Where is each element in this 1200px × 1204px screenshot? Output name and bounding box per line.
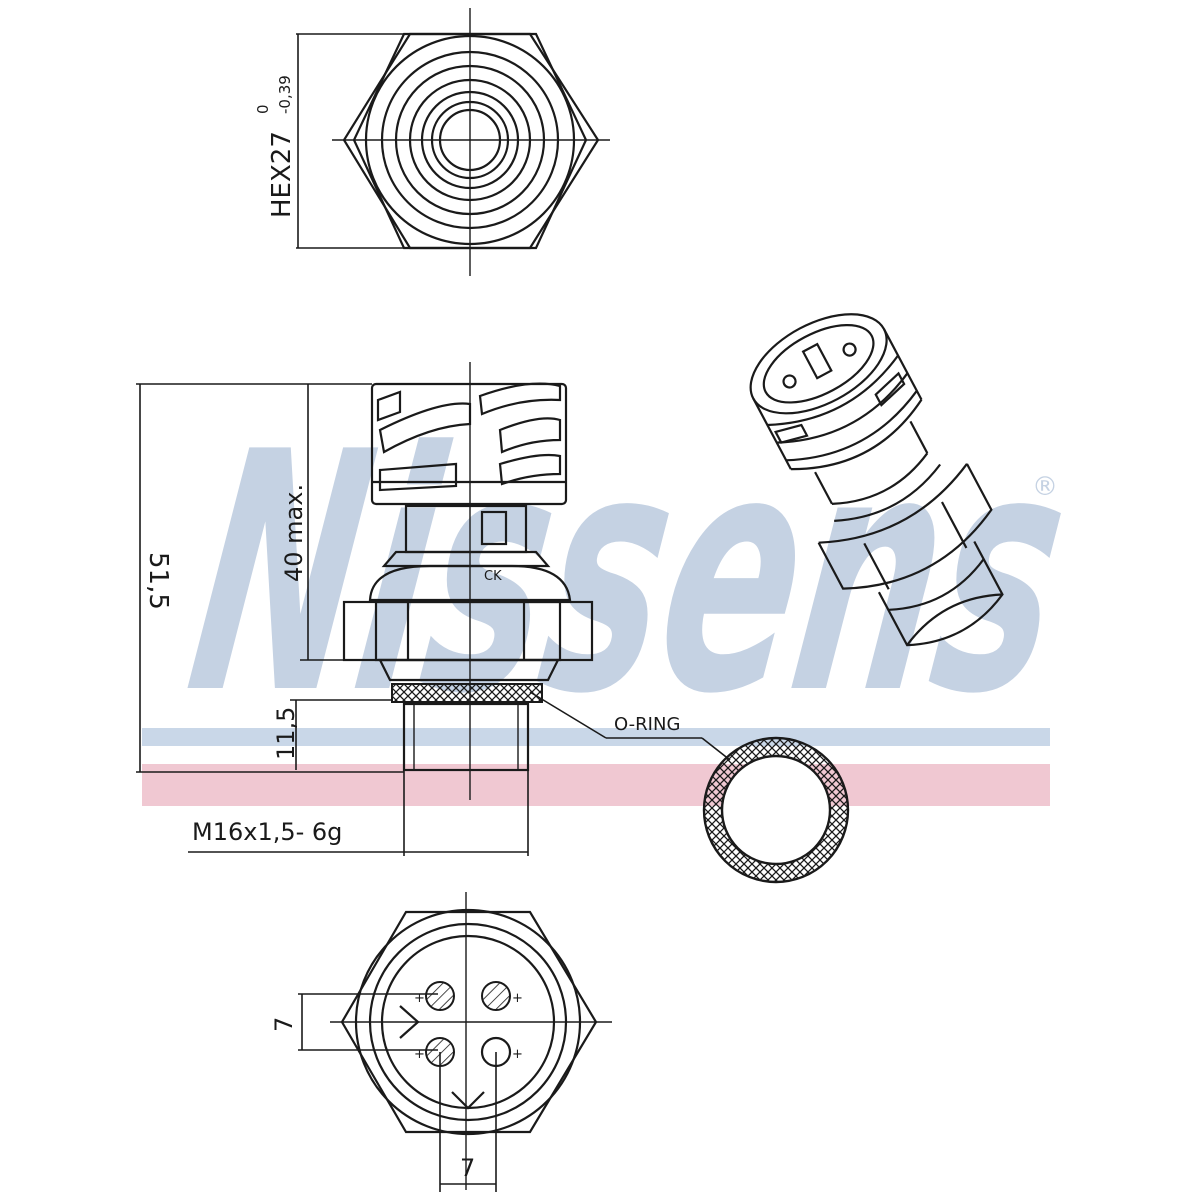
pin-spacing-horizontal-label: 7 <box>460 1154 475 1182</box>
pin-spacing-vertical-label: 7 <box>270 1017 298 1032</box>
o-ring-detail: O-RING <box>529 691 850 884</box>
side-view: CK 51,5 40 max. 11,5 M16x1,5- 6g <box>136 362 594 856</box>
svg-text:+: + <box>512 1047 523 1062</box>
overall-length-label: 51,5 <box>143 552 173 610</box>
watermark-trademark: ® <box>1032 472 1058 502</box>
svg-text:+: + <box>512 991 523 1006</box>
svg-text:CK: CK <box>484 569 502 584</box>
hex-tolerance-lower: -0,39 <box>276 75 294 114</box>
top-view-hex: HEX27 0 -0,39 <box>254 8 610 276</box>
body-length-max-label: 40 max. <box>280 484 308 582</box>
watermark-red-band <box>142 764 1050 806</box>
o-ring-label: O-RING <box>614 714 680 735</box>
hex-size-label: HEX27 <box>267 131 297 218</box>
watermark-blue-band <box>142 728 1050 746</box>
watermark: Nissens ® <box>142 383 1086 806</box>
thread-length-label: 11,5 <box>272 707 300 760</box>
thread-spec-label: M16x1,5- 6g <box>192 818 342 846</box>
svg-text:+: + <box>414 991 425 1006</box>
hex-tolerance-upper: 0 <box>254 104 272 114</box>
watermark-brand-text: Nissens <box>172 383 1086 767</box>
isometric-view <box>749 313 1004 647</box>
svg-text:+: + <box>414 1047 425 1062</box>
bottom-view-pins: + + + + 7 7 <box>270 892 612 1192</box>
